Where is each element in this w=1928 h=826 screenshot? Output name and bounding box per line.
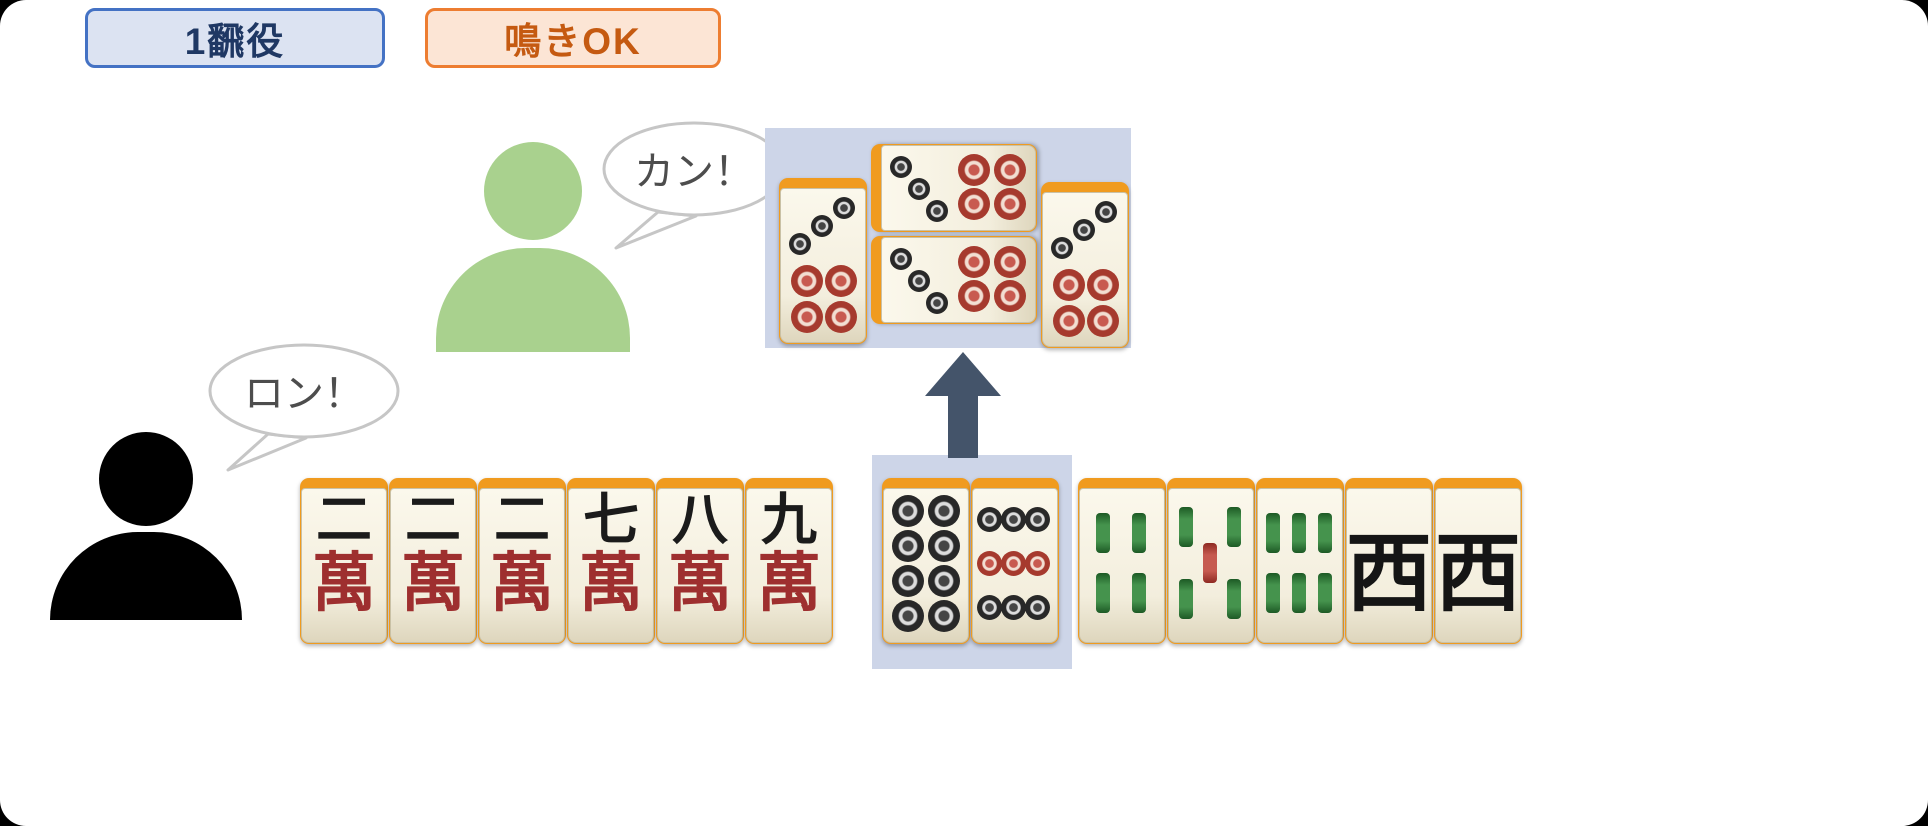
- tile-face: 西: [1346, 488, 1432, 643]
- badge-naki-ok: 鳴きOK: [425, 8, 721, 68]
- tile-9man: 九萬: [745, 478, 833, 644]
- person-body: [50, 532, 242, 620]
- tile-face: [1257, 488, 1343, 643]
- tile-face: 二萬: [301, 488, 387, 643]
- tile-face: [780, 188, 866, 343]
- tile-west-wind: 西: [1345, 478, 1433, 644]
- tile-face: 七萬: [568, 488, 654, 643]
- tile-6sou: [1256, 478, 1344, 644]
- tile-face: [1079, 488, 1165, 643]
- tile-7man: 七萬: [567, 478, 655, 644]
- lower-player-icon: [50, 432, 242, 620]
- tile-8man: 八萬: [656, 478, 744, 644]
- speech-bubble-kan-text: カン！: [634, 150, 754, 194]
- tile-5sou: [1167, 478, 1255, 644]
- tile-face: 八萬: [657, 488, 743, 643]
- tile-8pin: [882, 478, 970, 644]
- tile-face: 西: [1435, 488, 1521, 643]
- tile-face: 二萬: [479, 488, 565, 643]
- tile-face: [1042, 192, 1128, 347]
- kan-meld-panel: [765, 128, 1131, 348]
- tile-west-wind: 西: [1434, 478, 1522, 644]
- up-arrow-icon: [925, 352, 1001, 458]
- tile-7pin: [871, 144, 1037, 232]
- tile-2man: 二萬: [389, 478, 477, 644]
- tile-7pin: [779, 178, 867, 344]
- tile-face: [883, 488, 969, 643]
- tile-7pin: [871, 236, 1037, 324]
- speech-bubble-ron: ロン！: [206, 342, 402, 474]
- tile-face: [972, 488, 1058, 643]
- speech-bubble-ron-text: ロン！: [244, 372, 364, 416]
- tile-9pin: [971, 478, 1059, 644]
- bubble-shape: [208, 343, 400, 472]
- tile-4sou: [1078, 478, 1166, 644]
- person-head: [484, 142, 582, 240]
- tile-2man: 二萬: [300, 478, 388, 644]
- tile-2man: 二萬: [478, 478, 566, 644]
- tile-face: [881, 237, 1036, 323]
- tile-face: [881, 145, 1036, 231]
- tile-face: [1168, 488, 1254, 643]
- tile-face: 九萬: [746, 488, 832, 643]
- person-body: [436, 248, 630, 352]
- arrow-head: [925, 352, 1001, 396]
- upper-player-icon: [436, 142, 630, 352]
- tile-face: 二萬: [390, 488, 476, 643]
- speech-bubble-kan: カン！: [600, 120, 788, 252]
- bubble-shape: [602, 121, 786, 250]
- badge-1han-yaku: 1飜役: [85, 8, 385, 68]
- person-head: [99, 432, 193, 526]
- tile-7pin: [1041, 182, 1129, 348]
- arrow-shaft: [948, 396, 978, 458]
